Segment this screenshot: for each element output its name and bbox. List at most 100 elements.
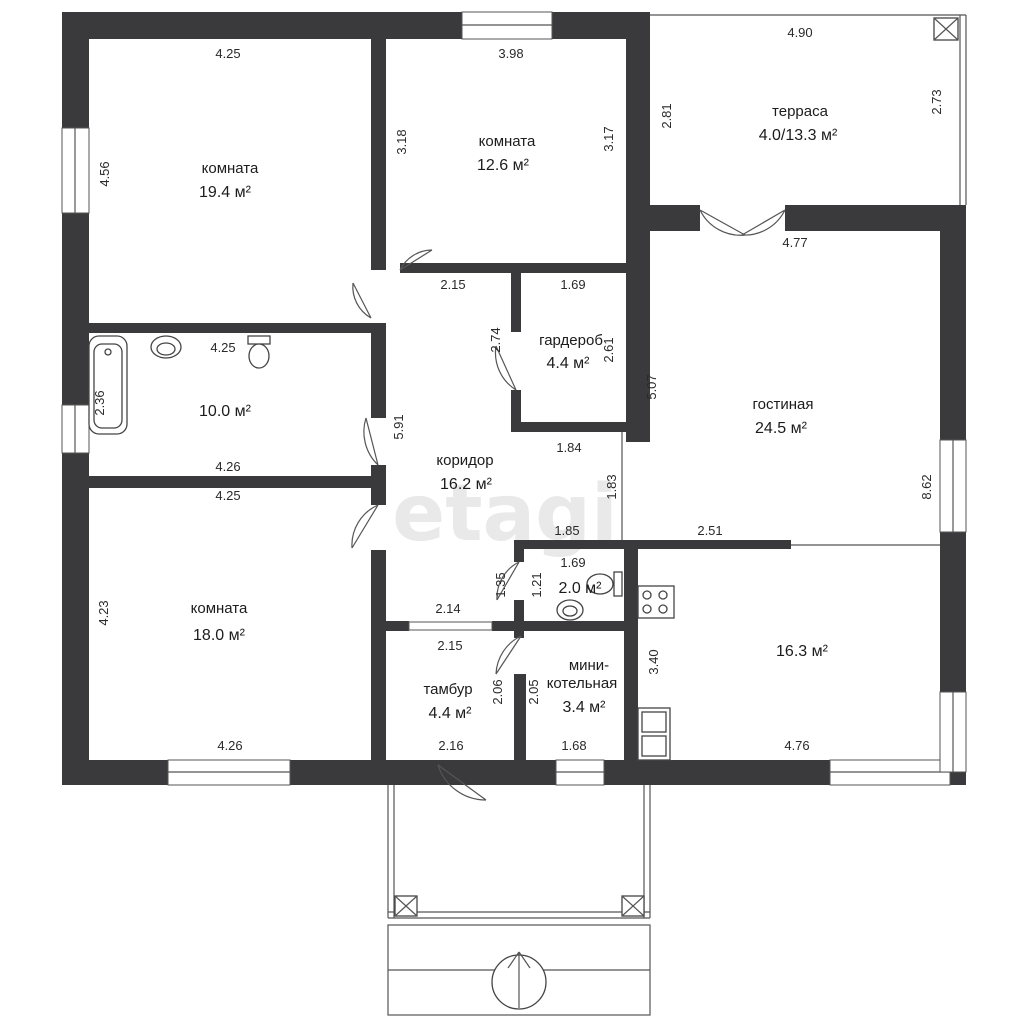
door-terrace-right-icon	[741, 209, 786, 236]
dim-living-left: 5.07	[644, 374, 659, 399]
dim-wardrobe-top: 1.69	[560, 277, 585, 292]
dim-wc-top: 1.69	[560, 555, 585, 570]
dim-corr-bottom: 2.14	[435, 601, 460, 616]
dim-boiler-left: 2.05	[526, 679, 541, 704]
dim-partition: 2.51	[697, 523, 722, 538]
wall-wc-left-lower	[514, 600, 524, 638]
bath-toilet-icon	[247, 335, 271, 345]
wall-room1-room2	[371, 12, 386, 270]
living-area: 24.5 м²	[755, 420, 808, 437]
door-room3-icon	[351, 504, 379, 549]
wall-vest-top-a	[384, 621, 409, 631]
wall-terrace-living-b	[785, 205, 966, 231]
dim-vest-right: 2.06	[490, 679, 505, 704]
room3-area: 18.0 м²	[193, 627, 246, 644]
door-room2-icon	[399, 249, 433, 271]
vestibule-name: тамбур	[423, 681, 472, 698]
room-labels: комната 19.4 м² комната 12.6 м² терраса …	[191, 103, 838, 722]
doors	[351, 209, 786, 801]
dim-kitchen-bottom: 4.76	[784, 738, 809, 753]
wall-mid-vertical-lower	[624, 540, 638, 785]
door-room1-icon	[352, 282, 372, 319]
room2-area: 12.6 м²	[477, 157, 530, 174]
wall-wardrobe-left-lower	[511, 390, 521, 432]
wall-wardrobe-bottom	[511, 422, 636, 432]
corridor-area: 16.2 м²	[440, 476, 493, 493]
wall-room3-right	[371, 550, 386, 785]
wall-vest-top-b	[492, 621, 638, 631]
dim-hall-1: 1.84	[556, 440, 581, 455]
dim-kitchen-left: 3.40	[646, 649, 661, 674]
dim-vest-top: 2.15	[437, 638, 462, 653]
wall-room2-bottom	[400, 263, 640, 273]
dim-wc-right: 1.21	[529, 572, 544, 597]
wall-mid-vertical-upper	[626, 12, 650, 442]
dim-room3-top: 4.25	[215, 488, 240, 503]
living-name: гостиная	[753, 396, 814, 413]
wall-bath-right	[371, 323, 386, 418]
wall-living-kitchen	[636, 540, 791, 549]
dim-living-top: 4.77	[782, 235, 807, 250]
dim-terrace-right: 2.73	[929, 89, 944, 114]
opening-vestibule	[408, 621, 493, 631]
terrace-name: терраса	[772, 103, 829, 120]
wc-area: 2.0 м²	[558, 580, 602, 597]
wall-wc-left-upper	[514, 540, 524, 562]
dim-room1-left: 4.56	[97, 161, 112, 186]
dim-hall-3: 1.85	[554, 523, 579, 538]
stove-icon	[637, 585, 675, 619]
fixtures	[88, 335, 675, 761]
dim-bath-left: 2.36	[92, 390, 107, 415]
dim-room3-left: 4.23	[96, 600, 111, 625]
boiler-name-line1: мини-	[569, 657, 609, 674]
dim-terrace-top: 4.90	[787, 25, 812, 40]
dim-hall-2: 1.83	[604, 474, 619, 499]
dim-bath-top: 4.25	[210, 340, 235, 355]
terrace-area: 4.0/13.3 м²	[759, 127, 838, 144]
wall-top	[62, 12, 650, 39]
door-boiler-icon	[495, 635, 522, 675]
dim-corridor-long: 5.91	[391, 414, 406, 439]
door-entrance-icon	[437, 764, 487, 801]
dimension-labels: 4.25 4.56 3.98 3.18 3.17 4.90 2.81 2.73 …	[92, 25, 944, 753]
dim-room1-top: 4.25	[215, 46, 240, 61]
dim-terrace-left: 2.81	[659, 103, 674, 128]
bathroom-area: 10.0 м²	[199, 403, 252, 420]
dim-room2-left: 3.18	[394, 129, 409, 154]
wall-room1-bottom	[86, 323, 386, 333]
dim-vest-bottom: 2.16	[438, 738, 463, 753]
dim-wardrobe-right: 2.61	[601, 337, 616, 362]
windows	[61, 11, 967, 786]
wall-wardrobe-left	[511, 270, 521, 332]
vestibule-area: 4.4 м²	[428, 705, 472, 722]
dim-room2-top: 3.98	[498, 46, 523, 61]
dim-boiler-bottom: 1.68	[561, 738, 586, 753]
terrace-outline	[650, 14, 967, 205]
boiler-area: 3.4 м²	[562, 699, 606, 716]
room1-name: комната	[202, 160, 259, 177]
door-wardrobe-icon	[494, 345, 517, 391]
wall-vest-boiler	[514, 674, 526, 785]
dim-room2-right: 3.17	[601, 126, 616, 151]
room1-area: 19.4 м²	[199, 184, 252, 201]
wc-toilet-icon	[613, 571, 623, 597]
wardrobe-area: 4.4 м²	[546, 355, 590, 372]
wall-wc-top	[514, 540, 638, 549]
room3-name: комната	[191, 600, 248, 617]
dim-wc-left: 1.35	[493, 572, 508, 597]
kitchen-area: 16.3 м²	[776, 643, 829, 660]
dim-room3-bottom: 4.26	[217, 738, 242, 753]
boiler-name-line2: котельная	[547, 675, 618, 692]
door-wc-icon	[496, 561, 520, 601]
room2-name: комната	[479, 133, 536, 150]
corridor-name: коридор	[436, 452, 493, 469]
porch	[387, 785, 651, 1016]
dim-bath-bottom: 4.26	[215, 459, 240, 474]
dim-corridor-top: 2.15	[440, 277, 465, 292]
wall-bath-bottom	[86, 476, 386, 488]
dim-corridor-vert: 2.74	[488, 327, 503, 352]
door-bath-icon	[363, 417, 379, 466]
wardrobe-name: гардероб	[539, 332, 603, 349]
door-terrace-left-icon	[699, 209, 746, 236]
dim-living-right: 8.62	[919, 474, 934, 499]
